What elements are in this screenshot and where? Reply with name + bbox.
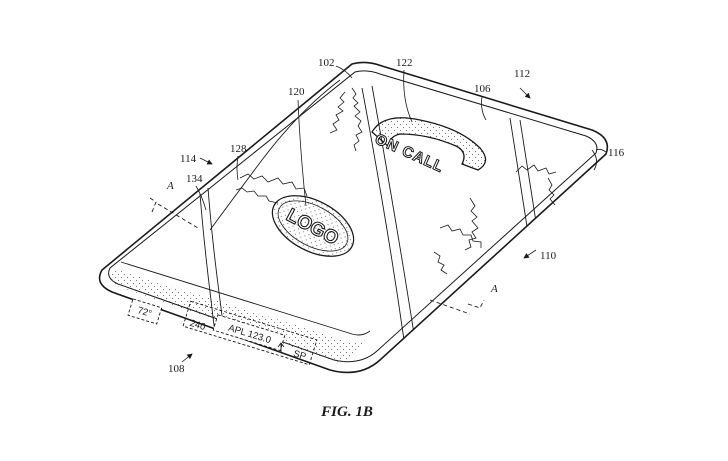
reference-numerals: 102 122 106 112 120 116 114 128 134 110 … (168, 57, 625, 375)
leader-134 (195, 185, 207, 211)
ref-108: 108 (168, 363, 185, 375)
device-body: LOGO ON CALL 72° 240 APL 123.0 SP (98, 61, 609, 374)
wallpaper-foliage (235, 87, 557, 275)
ref-116: 116 (608, 147, 625, 159)
ticker-outer-box (182, 300, 318, 366)
leader-110 (523, 249, 537, 259)
ticker-inner-box (212, 314, 286, 352)
leader-114 (199, 157, 213, 165)
device-outer-edge (98, 61, 609, 374)
ref-112: 112 (514, 68, 530, 80)
leader-106 (481, 95, 487, 121)
ref-122: 122 (396, 57, 413, 69)
section-line-right (429, 299, 485, 315)
temperature-widget[interactable]: 72° (127, 298, 163, 325)
ref-106: 106 (474, 83, 491, 95)
leader-112 (519, 87, 531, 99)
leader-108 (181, 353, 193, 363)
leader-122 (403, 69, 413, 123)
ticker-suffix-text: SP (292, 348, 307, 362)
ref-102: 102 (318, 57, 335, 69)
ref-128: 128 (230, 143, 247, 155)
logo-ellipse-inner (277, 200, 349, 252)
leader-116 (595, 148, 607, 153)
logo-ellipse-outer (271, 195, 355, 257)
bottom-region-boundary (120, 261, 371, 336)
ref-114: 114 (180, 153, 197, 165)
figure-caption: FIG. 1B (320, 404, 373, 420)
ticker-ref-text: 240 (188, 318, 206, 333)
ticker-arrow-icon (277, 342, 285, 352)
section-marker-left: A (166, 180, 174, 192)
side-edge-right (591, 149, 597, 171)
temperature-box (127, 298, 163, 325)
phone-handset-icon (371, 117, 487, 171)
glass-reflections (199, 79, 544, 341)
ref-134: 134 (186, 173, 203, 185)
section-line: A A (149, 180, 498, 315)
ref-110: 110 (540, 250, 557, 262)
section-line-left (149, 197, 199, 229)
bottom-display-region (109, 270, 372, 362)
temperature-text: 72° (136, 305, 153, 320)
leader-102 (335, 65, 353, 79)
ref-120: 120 (288, 86, 305, 98)
leader-128 (236, 155, 239, 181)
leader-120 (297, 99, 307, 207)
section-marker-right: A (490, 283, 498, 295)
logo-badge[interactable]: LOGO (262, 183, 363, 268)
